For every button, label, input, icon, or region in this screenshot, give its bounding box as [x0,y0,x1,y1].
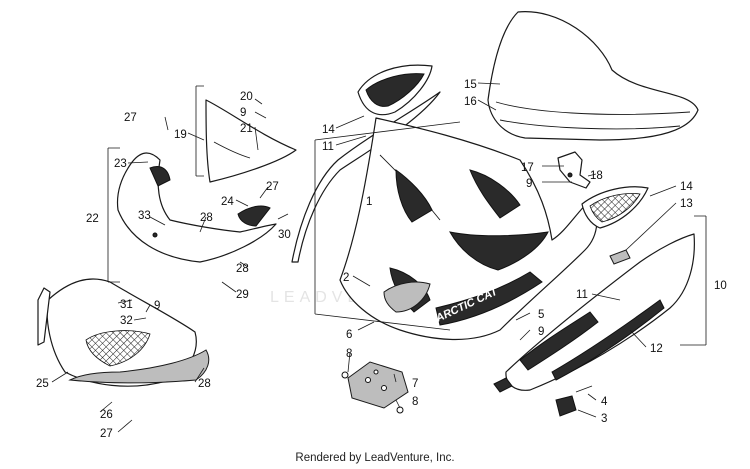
callout-25: 25 [36,378,49,390]
callout-14a: 14 [322,124,335,136]
callout-1: 1 [366,196,372,208]
callouts: 27 19 20 9 21 22 23 33 28 24 27 30 28 29… [36,79,727,440]
footer-credit: Rendered by LeadVenture, Inc. [295,452,455,464]
fastener-set [341,371,593,417]
leader-lines [51,82,707,433]
callout-7: 7 [412,378,418,390]
callout-17: 17 [521,162,534,174]
bracket-plate [347,361,409,409]
callout-29: 29 [236,289,249,301]
callout-28a: 28 [200,212,213,224]
windshield [487,11,699,141]
hood: ARCTIC CAT [339,117,598,341]
callout-22: 22 [86,213,99,225]
callout-31: 31 [120,299,133,311]
callout-10: 10 [714,280,727,292]
callout-24: 24 [221,196,234,208]
callout-30: 30 [278,229,291,241]
callout-19: 19 [174,129,187,141]
callout-28c: 28 [198,378,211,390]
callout-11a: 11 [322,141,334,153]
callout-4: 4 [601,396,608,408]
callout-9a: 9 [240,107,246,119]
callout-9d: 9 [538,326,544,338]
callout-8b: 8 [412,396,418,408]
callout-27c: 27 [100,428,113,440]
callout-15: 15 [464,79,477,91]
callout-21: 21 [240,123,253,135]
callout-27a: 27 [124,112,137,124]
nose-upper-trim [205,99,297,183]
vent-cover-left [357,64,433,116]
callout-9b: 9 [154,300,160,312]
callout-9c: 9 [526,178,532,190]
callout-27b: 27 [266,181,279,193]
callout-18: 18 [590,170,603,182]
callout-32: 32 [120,315,133,327]
side-panel-right [493,233,695,393]
callout-20: 20 [240,91,253,103]
callout-13: 13 [680,198,693,210]
callout-2: 2 [343,272,349,284]
callout-28b: 28 [236,263,249,275]
nose-lower [37,278,210,387]
callout-26: 26 [100,409,113,421]
callout-33: 33 [138,210,151,222]
callout-16: 16 [464,96,477,108]
mount-bracket [557,151,591,189]
callout-6: 6 [346,329,352,341]
callout-8a: 8 [346,348,352,360]
callout-12: 12 [650,343,663,355]
vent-cover-right [581,186,649,229]
callout-5: 5 [538,309,544,321]
callout-11b: 11 [576,289,588,301]
nose-center-piece [116,152,277,263]
callout-23: 23 [114,158,127,170]
callout-14b: 14 [680,181,693,193]
callout-3: 3 [601,413,607,425]
